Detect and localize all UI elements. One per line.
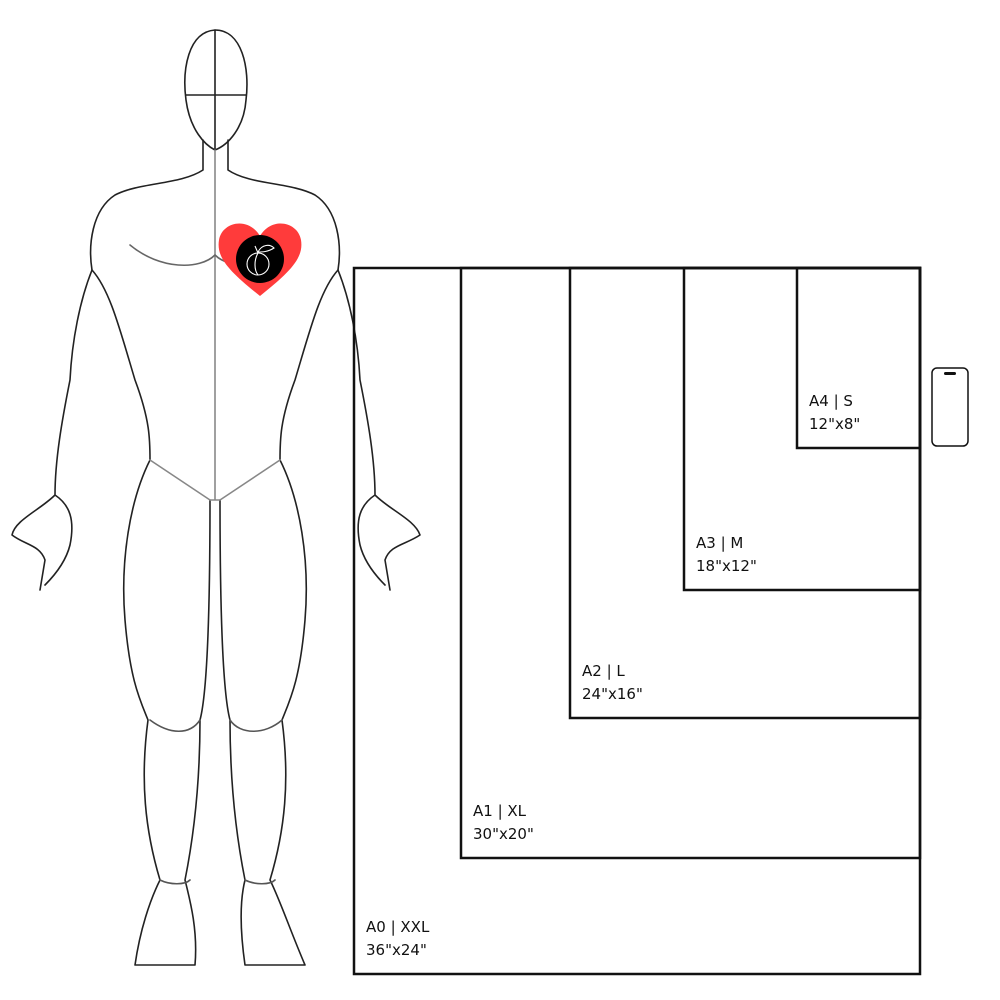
size-label: A0 | XXL 36"x24" [366, 916, 429, 962]
size-frame-a2 [568, 266, 922, 720]
size-name: A1 | XL [473, 802, 527, 820]
size-name: A3 | M [696, 534, 744, 552]
size-frame-a1 [459, 266, 922, 860]
size-label: A4 | S 12"x8" [809, 390, 860, 436]
size-label: A3 | M 18"x12" [696, 532, 757, 578]
size-name: A4 | S [809, 392, 853, 410]
size-frame-a4 [795, 266, 922, 450]
logo-circle [236, 235, 284, 283]
size-frame-a0 [352, 266, 922, 976]
size-dimensions: 36"x24" [366, 941, 427, 959]
human-figure-sketch [11, 29, 421, 966]
peach-icon [246, 244, 275, 276]
heart-logo [218, 223, 302, 296]
size-dimensions: 18"x12" [696, 557, 757, 575]
size-name: A0 | XXL [366, 918, 430, 936]
size-name: A2 | L [582, 662, 625, 680]
size-dimensions: 12"x8" [809, 415, 861, 433]
size-frames [352, 266, 922, 976]
smartphone-icon [931, 367, 969, 447]
size-dimensions: 24"x16" [582, 685, 643, 703]
size-label: A2 | L 24"x16" [582, 660, 643, 706]
size-dimensions: 30"x20" [473, 825, 534, 843]
size-label: A1 | XL 30"x20" [473, 800, 534, 846]
